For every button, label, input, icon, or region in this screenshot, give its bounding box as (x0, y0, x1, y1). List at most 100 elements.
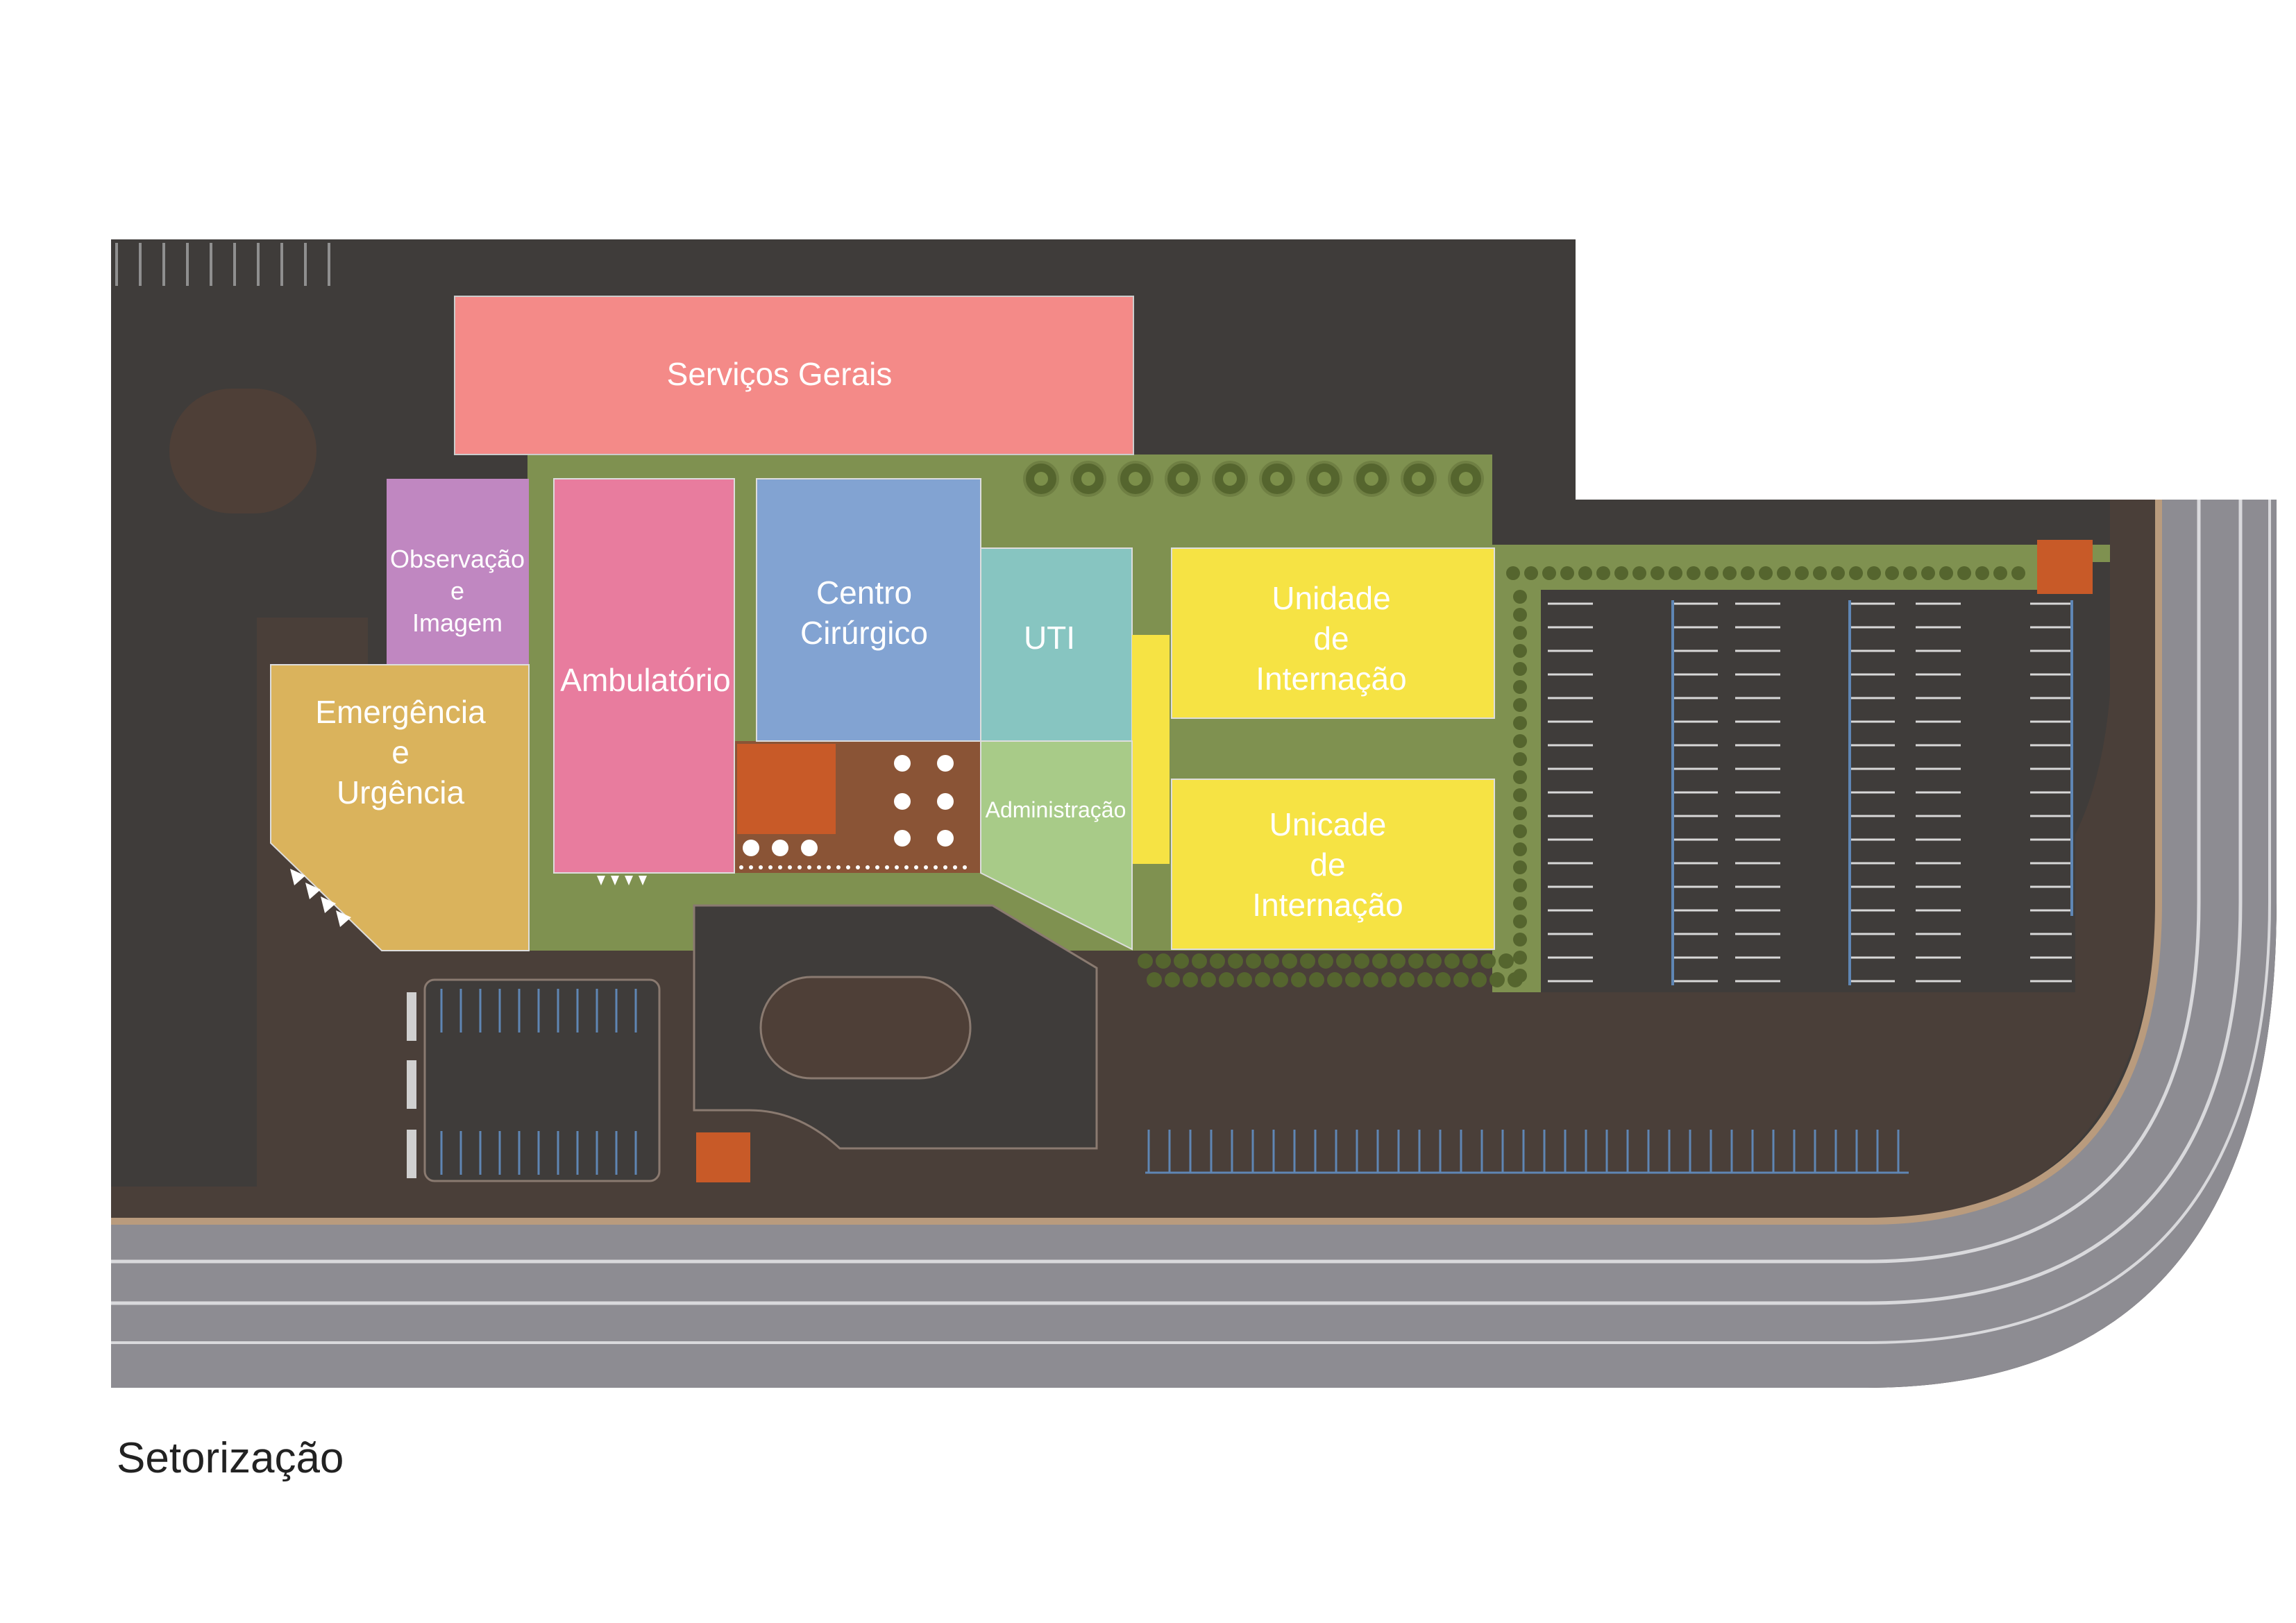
shrub (1795, 566, 1809, 580)
shrub (1578, 566, 1592, 580)
shrub (1291, 972, 1306, 987)
shrub (1372, 953, 1387, 969)
shrub (1426, 953, 1442, 969)
shrub (1596, 566, 1610, 580)
shrub (1480, 953, 1496, 969)
shrub (1489, 972, 1505, 987)
label-ambulatorio: Ambulatório (560, 662, 730, 698)
shrub (1560, 566, 1574, 580)
label-line: e (391, 734, 410, 770)
shrub (1513, 824, 1527, 838)
tree-crown (1270, 472, 1284, 486)
hedge-bottom (1138, 953, 1523, 987)
shrub (1471, 972, 1487, 987)
zone-unidade-1 (1171, 547, 1495, 719)
road (111, 500, 2277, 1388)
shrub (1174, 953, 1189, 969)
road-curb (111, 500, 2162, 1225)
label-line: Internação (1256, 661, 1406, 697)
chair (788, 865, 792, 869)
chair (856, 865, 860, 869)
label-line: Centro (816, 575, 912, 611)
chair (875, 865, 879, 869)
tree-row-top (1023, 461, 1484, 497)
south-parking-stripes (1145, 1130, 1909, 1174)
shrub (1632, 566, 1646, 580)
shrub (1741, 566, 1755, 580)
shrub (1201, 972, 1216, 987)
shrub (1513, 806, 1527, 820)
chair (768, 865, 773, 869)
zone-servicos-gerais (454, 296, 1134, 455)
shrub (1513, 860, 1527, 874)
shrub (1156, 953, 1171, 969)
chair (866, 865, 870, 869)
table (937, 755, 954, 772)
zone-observacao (387, 479, 529, 665)
label-line: de (1310, 847, 1345, 883)
road-line-2 (111, 500, 2243, 1305)
label-line: UTI (1024, 620, 1075, 656)
entrance-tile-south (696, 1132, 750, 1182)
shrub (1506, 566, 1520, 580)
tree-crown (1034, 472, 1048, 486)
shrub (1513, 608, 1527, 622)
label-line: Cirúrgico (800, 615, 928, 651)
shrub (1381, 972, 1396, 987)
chair (817, 865, 821, 869)
label-line: Urgência (337, 774, 465, 810)
shrub (1513, 878, 1527, 892)
shrub (1282, 953, 1297, 969)
shrub (1614, 566, 1628, 580)
shrub (1513, 590, 1527, 604)
chair (963, 865, 967, 869)
shrub (1513, 842, 1527, 856)
shrub (1513, 951, 1527, 965)
zone-ambulatorio (553, 478, 735, 874)
shrub (1237, 972, 1252, 987)
tree-crown (1129, 472, 1142, 486)
chair (885, 865, 889, 869)
shrub (1939, 566, 1953, 580)
shrub (1777, 566, 1791, 580)
chair (924, 865, 928, 869)
chair (797, 865, 802, 869)
label-line: Unicade (1269, 806, 1387, 842)
shrub (1192, 953, 1207, 969)
shrub (1975, 566, 1989, 580)
shrub (1138, 953, 1153, 969)
shrub (1309, 972, 1324, 987)
hedge-east (1506, 566, 2025, 983)
shrub (1705, 566, 1719, 580)
shrub (1327, 972, 1342, 987)
shrub (1336, 953, 1351, 969)
east-parking-dividers (1671, 600, 2073, 985)
shrub (1813, 566, 1827, 580)
shrub (1867, 566, 1881, 580)
shrub (1444, 953, 1460, 969)
top-parking-stripes (115, 243, 330, 286)
terrace-tile (737, 744, 836, 834)
round-plaza (169, 389, 316, 513)
shrub (1435, 972, 1451, 987)
shrub (1513, 644, 1527, 658)
shrub (1246, 953, 1261, 969)
shrub (1462, 953, 1478, 969)
label-servicos-gerais: Serviços Gerais (667, 356, 893, 392)
tree-crown (1317, 472, 1331, 486)
terrace-tables (739, 755, 967, 869)
table (801, 840, 818, 856)
shrub (1513, 897, 1527, 910)
shrub (1219, 972, 1234, 987)
table (772, 840, 788, 856)
shrub (1390, 953, 1406, 969)
label-line: de (1313, 620, 1349, 656)
shrub (1453, 972, 1469, 987)
entrance-doors (290, 869, 647, 927)
chair (749, 865, 753, 869)
chair (953, 865, 957, 869)
